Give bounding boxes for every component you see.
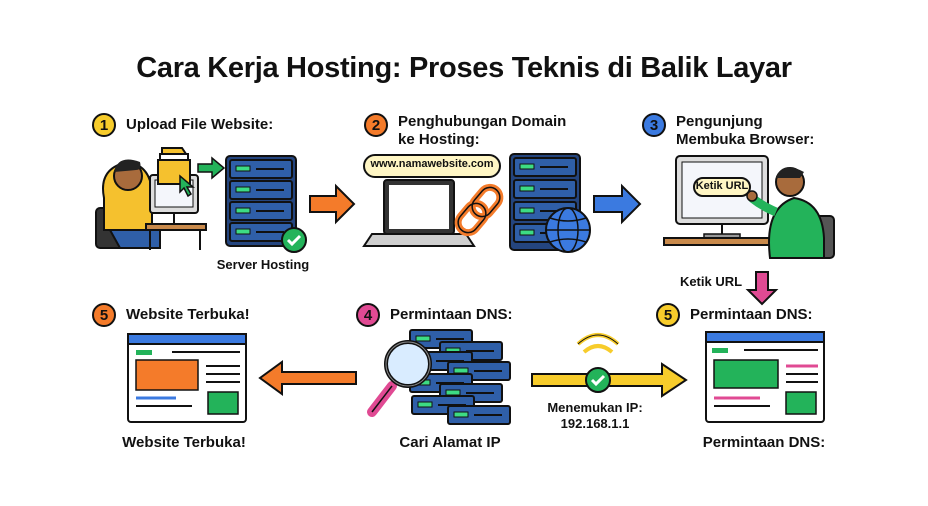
step-1-label: Upload File Website: xyxy=(126,116,274,133)
domain-url-text: www.namawebsite.com xyxy=(370,158,494,170)
found-ip-label: Menemukan IP: xyxy=(547,400,643,415)
step-5-open-label: Website Terbuka! xyxy=(126,306,250,323)
step-5-open-header: 5 Website Terbuka! xyxy=(92,303,250,327)
step-1-badge: 1 xyxy=(92,113,116,137)
domain-url-bubble xyxy=(363,154,501,178)
folder-icon xyxy=(157,147,196,198)
type-url-label: Ketik URL xyxy=(679,274,743,289)
flow-arrow-3-5 xyxy=(745,271,779,306)
step-3-label: Pengunjung Membuka Browser: xyxy=(676,113,815,148)
flow-arrow-4-open xyxy=(258,360,357,396)
step-5-dns-badge: 5 xyxy=(656,303,680,327)
dns-request-caption: Permintaan DNS: xyxy=(702,434,826,451)
visitor-figure xyxy=(746,167,835,259)
browser-window-icon xyxy=(705,331,825,423)
step-3-header: 3 Pengunjung Membuka Browser: xyxy=(642,113,826,149)
step-4-header: 4 Permintaan DNS: xyxy=(356,303,513,327)
browser-window-icon-2 xyxy=(127,333,247,423)
flow-arrow-1-2 xyxy=(309,183,356,225)
chain-link-icon xyxy=(454,183,504,237)
check-icon xyxy=(281,227,307,253)
browser-input-text: Ketik URL xyxy=(695,180,749,192)
step-2-label: Penghubungan Domain ke Hosting: xyxy=(398,113,567,148)
magnifier-icon xyxy=(367,340,432,417)
find-ip-caption: Cari Alamat IP xyxy=(399,434,501,451)
ip-address-label: 192.168.1.1 xyxy=(560,416,630,431)
upload-arrow xyxy=(197,156,226,180)
step-3-badge: 3 xyxy=(642,113,666,137)
website-open-caption: Website Terbuka! xyxy=(122,434,246,451)
wifi-signal-icon xyxy=(576,333,620,354)
server-rack-icon xyxy=(225,155,297,247)
page-title: Cara Kerja Hosting: Proses Teknis di Bal… xyxy=(136,52,792,84)
monitor-icon xyxy=(663,155,775,246)
step-2-badge: 2 xyxy=(364,113,388,137)
check-icon-2 xyxy=(585,367,611,393)
step-5-dns-label: Permintaan DNS: xyxy=(690,306,813,323)
flow-arrow-2-3 xyxy=(593,183,642,225)
step-2-header: 2 Penghubungan Domain ke Hosting: xyxy=(364,113,578,149)
laptop-icon xyxy=(362,179,476,247)
step-4-badge: 4 xyxy=(356,303,380,327)
globe-icon xyxy=(545,207,591,253)
step-5-open-badge: 5 xyxy=(92,303,116,327)
server-hosting-label: Server Hosting xyxy=(216,257,310,272)
step-4-label: Permintaan DNS: xyxy=(390,306,513,323)
step-5-dns-header: 5 Permintaan DNS: xyxy=(656,303,813,327)
user-at-computer-icon xyxy=(95,159,207,250)
step-1-header: 1 Upload File Website: xyxy=(92,113,273,137)
